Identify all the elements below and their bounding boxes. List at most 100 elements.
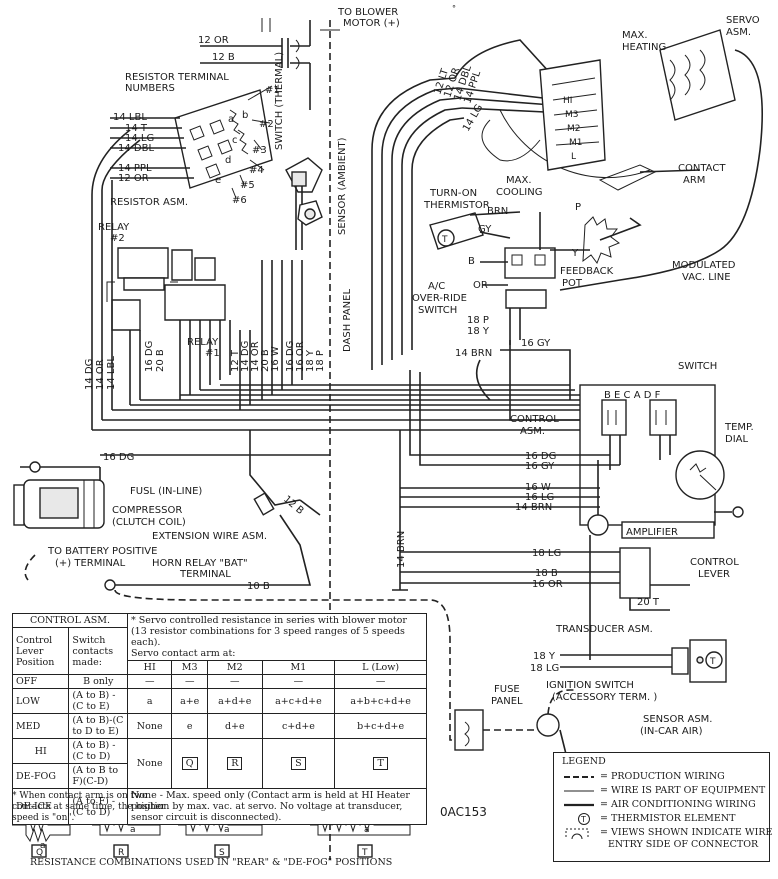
row-hi: None — [126, 713, 173, 739]
wire-14lg: 14 LG — [125, 133, 154, 144]
to-battery-label: TO BATTERY POSITIVE — [47, 546, 157, 557]
servo-m2: M2 — [567, 124, 581, 134]
legend-item: = WIRE IS PART OF EQUIPMENT — [562, 785, 767, 797]
t-bot: a — [364, 825, 370, 835]
res-e: e — [215, 175, 221, 186]
servo-hi: HI — [563, 96, 572, 106]
wire-16dg-r: 16 DG — [525, 451, 556, 462]
legend-text: = WIRE IS PART OF EQUIPMENT — [600, 785, 766, 796]
svg-text:T: T — [580, 815, 586, 824]
modulated-label: MODULATED — [672, 260, 736, 271]
row-m2: — — [206, 674, 263, 689]
top-mark: ° — [452, 4, 456, 13]
dash-panel-label: DASH PANEL — [342, 289, 353, 352]
res-c: c — [232, 135, 238, 146]
t-box — [357, 844, 373, 858]
vac-line-label: VAC. LINE — [682, 272, 731, 283]
ac-override-switch — [480, 261, 547, 345]
left-wire-bundle — [91, 129, 600, 431]
resistance-caption: RESISTANCE COMBINATIONS USED IN "REAR" &… — [30, 857, 393, 868]
row-contacts: B only — [68, 674, 128, 689]
col-switch-contacts: Switch contacts made: — [68, 627, 128, 675]
terminal-1: #1 — [265, 85, 280, 96]
ac-wiring-symbol — [564, 803, 594, 807]
override-switch-label: SWITCH — [418, 305, 457, 316]
row-pos: DE-ICE — [11, 788, 70, 825]
wire-16gy-r: 16 GY — [525, 461, 555, 472]
terminal-2: #2 — [259, 119, 274, 130]
row-contacts: (A to B to F)(C-D) — [68, 763, 128, 789]
fuse-panel — [454, 689, 575, 771]
servo-harness — [371, 39, 571, 370]
row-l: b+c+d+e — [334, 713, 427, 739]
res-b: b — [242, 110, 248, 121]
relay2-num: #2 — [110, 233, 125, 244]
battery-dashed-wire — [24, 554, 460, 741]
wire-gy: GY — [478, 224, 492, 235]
speed-m2: M2 — [206, 660, 263, 675]
turn-on-label: TURN-ON — [429, 188, 477, 199]
ambient-sensor — [297, 200, 323, 226]
wire-p: P — [575, 202, 581, 213]
control-asm-label: CONTROL — [510, 414, 559, 425]
v-18y: 18 Y — [305, 349, 316, 372]
v-14dg2: 14 DG — [240, 341, 251, 372]
compressor-label-2: (CLUTCH COIL) — [112, 517, 186, 528]
control-asm-label-2: ASM. — [520, 426, 545, 437]
servo-note-2: Servo contact arm at: — [130, 648, 236, 659]
relay2-label: RELAY — [98, 222, 130, 233]
ac-label: A/C — [428, 281, 445, 292]
servo-contact-board — [499, 29, 763, 291]
t-box-label: T — [373, 757, 388, 770]
legend-item: = AIR CONDITIONING WIRING — [562, 799, 767, 811]
wire-b: B — [468, 256, 475, 267]
wire-20t: 20 T — [637, 597, 660, 608]
t-label: T — [361, 848, 368, 858]
wire-16gy: 16 GY — [521, 338, 551, 349]
servo-asm-label-2: ASM. — [726, 27, 751, 38]
legend-item: = PRODUCTION WIRING — [562, 771, 767, 783]
horn-relay-label-2: TERMINAL — [179, 569, 231, 580]
v-14dg: 14 DG — [84, 359, 95, 390]
r-box — [113, 844, 129, 858]
wire-12b-top: 12 B — [212, 52, 235, 63]
r-label: R — [118, 848, 124, 858]
sensor-symbol: T — [709, 657, 716, 667]
row-pos: HI — [11, 738, 70, 764]
resistor-terminal-label: RESISTOR TERMINAL — [125, 72, 229, 83]
diagram-code: 0AC153 — [440, 805, 487, 819]
row-pos: OFF — [11, 674, 70, 689]
legend-text: = VIEWS SHOWN INDICATE WIRE — [600, 827, 773, 838]
s-label: S — [219, 848, 225, 858]
v-12t: 12 T — [230, 349, 241, 372]
table-row: MED (A to B)-(C to D to E) None e d+e c+… — [11, 713, 427, 739]
speed-m3: M3 — [171, 660, 208, 675]
legend-text: = AIR CONDITIONING WIRING — [600, 799, 756, 810]
thermistor-label: THERMISTOR — [423, 200, 490, 211]
col-control-lever: Control Lever Position — [11, 627, 70, 675]
max-heating-label-2: HEATING — [622, 42, 666, 53]
r-bot: a — [130, 825, 136, 835]
q-box — [31, 844, 47, 858]
s-box-label: S — [291, 757, 306, 770]
wire-14brn: 14 BRN — [455, 348, 492, 359]
servo-note-cell: * Servo controlled resistance in series … — [126, 613, 428, 661]
q-label: Q — [36, 848, 43, 858]
row-m2: d+e — [206, 713, 263, 739]
wire-14lg2: 14 LG — [461, 103, 485, 134]
wire-16dg-comp: 16 DG — [103, 452, 134, 463]
s-bot: a — [224, 825, 230, 835]
row-m1: c+d+e — [261, 713, 336, 739]
res-a: a — [228, 114, 234, 125]
row-hi: a — [126, 688, 173, 714]
row-pos: LOW — [11, 688, 70, 714]
wire-18y-r: 18 Y — [533, 651, 556, 662]
speed-hi: HI — [126, 660, 173, 675]
max-cooling-label-2: COOLING — [496, 187, 542, 198]
resistor-terminal-label-2: NUMBERS — [125, 83, 175, 94]
switch-label: SWITCH — [678, 361, 717, 372]
temp-dial-label-2: DIAL — [725, 434, 748, 445]
sensor-ambient-label: SENSOR (AMBIENT) — [337, 137, 348, 235]
legend-item: = VIEWS SHOWN INDICATE WIRE — [562, 827, 772, 839]
